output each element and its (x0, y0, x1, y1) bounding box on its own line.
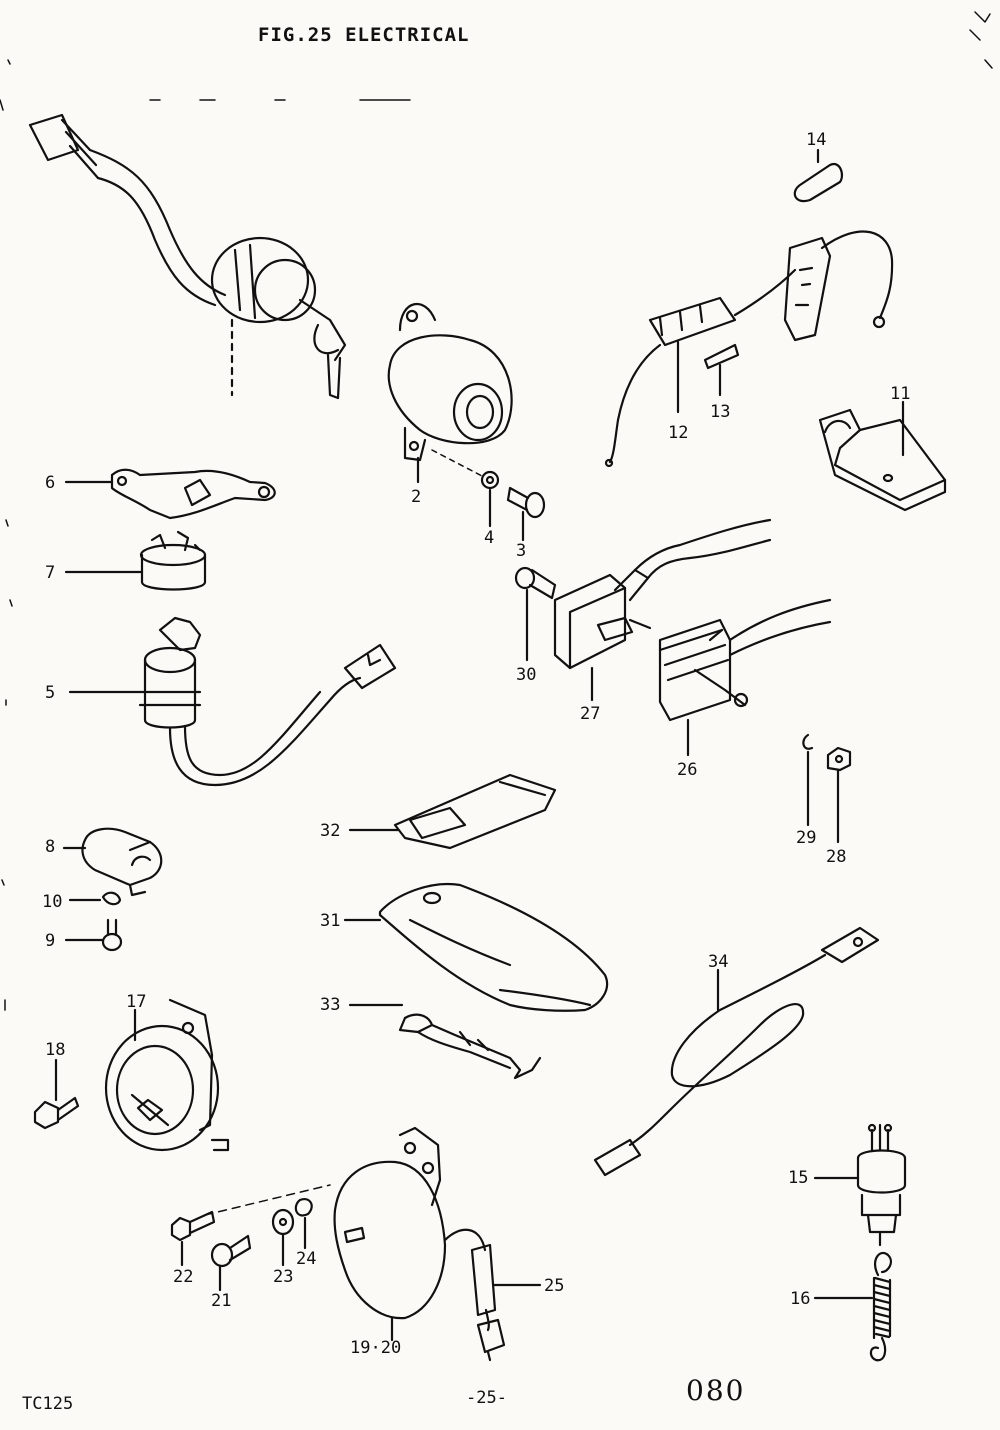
callout-26: 26 (677, 760, 698, 780)
washer-23 (271, 1208, 295, 1236)
callout-28: 28 (826, 847, 847, 867)
callout-21: 21 (211, 1291, 232, 1311)
callout-17: 17 (126, 992, 147, 1012)
callout-32: 32 (320, 821, 341, 841)
screw-21 (210, 1234, 252, 1268)
bolt-18 (33, 1096, 80, 1130)
fuse-cap (793, 148, 844, 203)
callout-27: 27 (580, 704, 601, 724)
washer-4 (480, 470, 500, 490)
bracket-11 (818, 400, 947, 512)
washer-10 (101, 891, 122, 906)
nut-28 (826, 746, 852, 772)
screw-3 (506, 486, 546, 519)
horn-19-20 (333, 1126, 506, 1362)
callout-13: 13 (710, 402, 731, 422)
callout-6: 6 (45, 473, 56, 493)
callout-2: 2 (411, 487, 422, 507)
rectifier-27 (553, 518, 772, 670)
callout-18: 18 (45, 1040, 66, 1060)
callout-8: 8 (45, 837, 56, 857)
battery-band-32 (393, 773, 557, 850)
cap-8 (81, 827, 163, 897)
callout-22: 22 (173, 1267, 194, 1287)
switch-5 (138, 616, 397, 787)
assembly-line (204, 1184, 331, 1216)
model-code: TC125 (22, 1394, 74, 1414)
screw-30 (514, 566, 557, 600)
callout-29: 29 (796, 828, 817, 848)
spring-16 (869, 1251, 892, 1362)
callout-23: 23 (273, 1267, 294, 1287)
scan-noise (0, 11, 993, 1011)
tool-bag-31 (378, 882, 609, 1012)
leader-dash-4 (431, 449, 483, 477)
screw-9 (101, 918, 123, 952)
fuse-holder-assembly (604, 230, 894, 468)
regulator-26 (658, 598, 832, 722)
callout-34: 34 (708, 952, 729, 972)
spanner-33 (398, 1013, 542, 1080)
callout-25: 25 (544, 1276, 565, 1296)
nut-7 (139, 530, 207, 591)
callout-33: 33 (320, 995, 341, 1015)
page-number: -25- (466, 1388, 507, 1408)
switch-cover (387, 302, 513, 462)
callout-10: 10 (42, 892, 63, 912)
lead-wire-34 (593, 926, 880, 1177)
horn-17 (104, 998, 230, 1152)
callout-11: 11 (890, 384, 911, 404)
lock-washer-29 (802, 733, 814, 750)
callout-7: 7 (45, 563, 56, 583)
bolt-22 (170, 1210, 216, 1242)
callout-19-20: 19·20 (350, 1338, 402, 1358)
callout-15: 15 (788, 1168, 809, 1188)
page-reference: 080 (686, 1374, 746, 1407)
stop-switch-15 (856, 1123, 907, 1247)
callout-14: 14 (806, 130, 827, 150)
callout-3: 3 (516, 541, 527, 561)
callout-9: 9 (45, 931, 56, 951)
ignition-switch-assembly (28, 113, 347, 400)
plate-6 (110, 468, 276, 520)
lock-washer-24 (294, 1198, 313, 1217)
callout-4: 4 (484, 528, 495, 548)
callout-24: 24 (296, 1249, 317, 1269)
washer-4-hole (485, 475, 495, 485)
figure-title: FIG.25 ELECTRICAL (258, 24, 470, 46)
callout-30: 30 (516, 665, 537, 685)
callout-12: 12 (668, 423, 689, 443)
callout-31: 31 (320, 911, 341, 931)
callout-5: 5 (45, 683, 56, 703)
callout-16: 16 (790, 1289, 811, 1309)
